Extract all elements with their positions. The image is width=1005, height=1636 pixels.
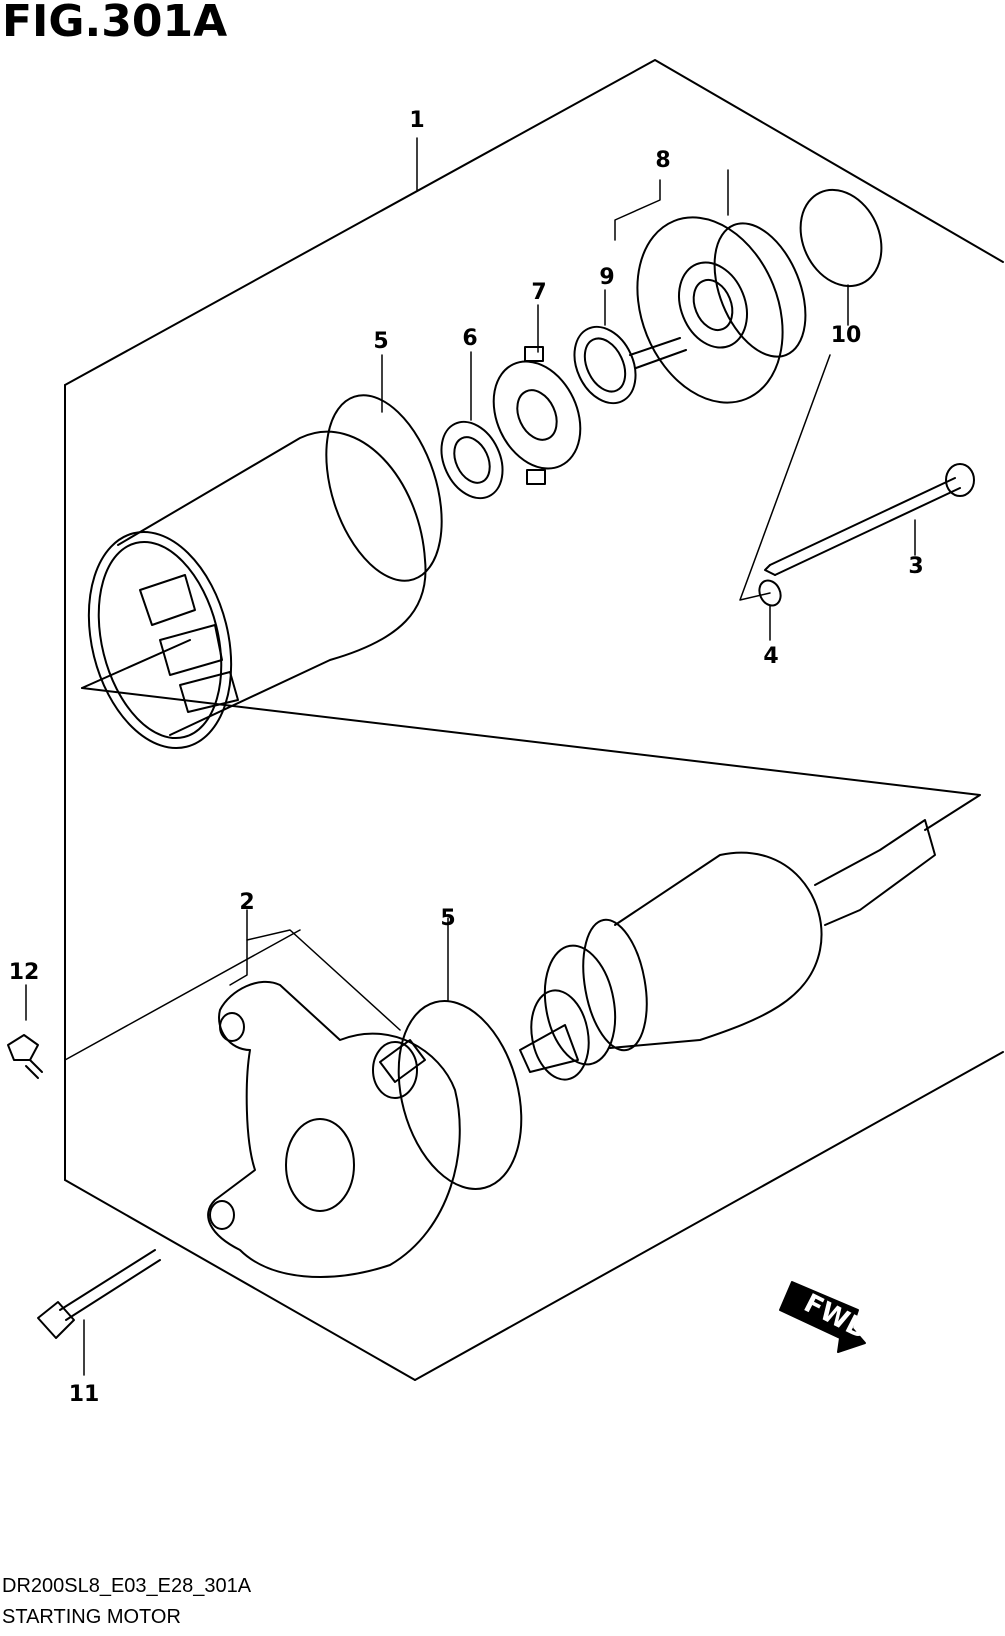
callout-8: 8 — [655, 148, 671, 173]
yoke-housing-part — [87, 430, 427, 749]
assembly-outline — [64, 59, 1004, 1381]
callout-2: 2 — [239, 890, 255, 915]
o-ring-5-bottom — [397, 1000, 523, 1190]
leader-lines — [25, 137, 916, 1376]
bolt-11-part — [37, 1249, 161, 1339]
callout-7: 7 — [531, 280, 547, 305]
armature-part — [519, 819, 936, 1081]
callout-5-bottom: 5 — [440, 906, 456, 931]
callout-5-top: 5 — [373, 329, 389, 354]
callout-9: 9 — [599, 265, 615, 290]
callout-1: 1 — [409, 108, 425, 133]
o-ring-10-part — [799, 188, 883, 288]
callout-11: 11 — [68, 1382, 100, 1407]
washer-4-part — [758, 579, 782, 607]
bolt-3-part — [764, 463, 975, 576]
fwd-arrow: FWD — [779, 1281, 873, 1353]
washer-6-part — [440, 420, 504, 500]
fwd-label: FWD — [799, 1288, 873, 1346]
figure-title: FIG.301A — [2, 0, 228, 47]
bolt-12-part — [7, 1034, 43, 1079]
callout-4: 4 — [763, 644, 779, 669]
figure-name: STARTING MOTOR — [2, 1606, 181, 1628]
callout-10: 10 — [830, 323, 862, 348]
callout-3: 3 — [908, 554, 924, 579]
seal-9-part — [573, 325, 637, 405]
callout-12: 12 — [8, 960, 40, 985]
o-ring-5-top — [325, 394, 443, 582]
front-cover-2-part — [207, 980, 461, 1278]
callout-6: 6 — [462, 326, 478, 351]
figure-code: DR200SL8_E03_E28_301A — [2, 1575, 252, 1597]
brush-plate-7-part — [492, 346, 582, 485]
end-cover-8-part — [629, 216, 807, 404]
